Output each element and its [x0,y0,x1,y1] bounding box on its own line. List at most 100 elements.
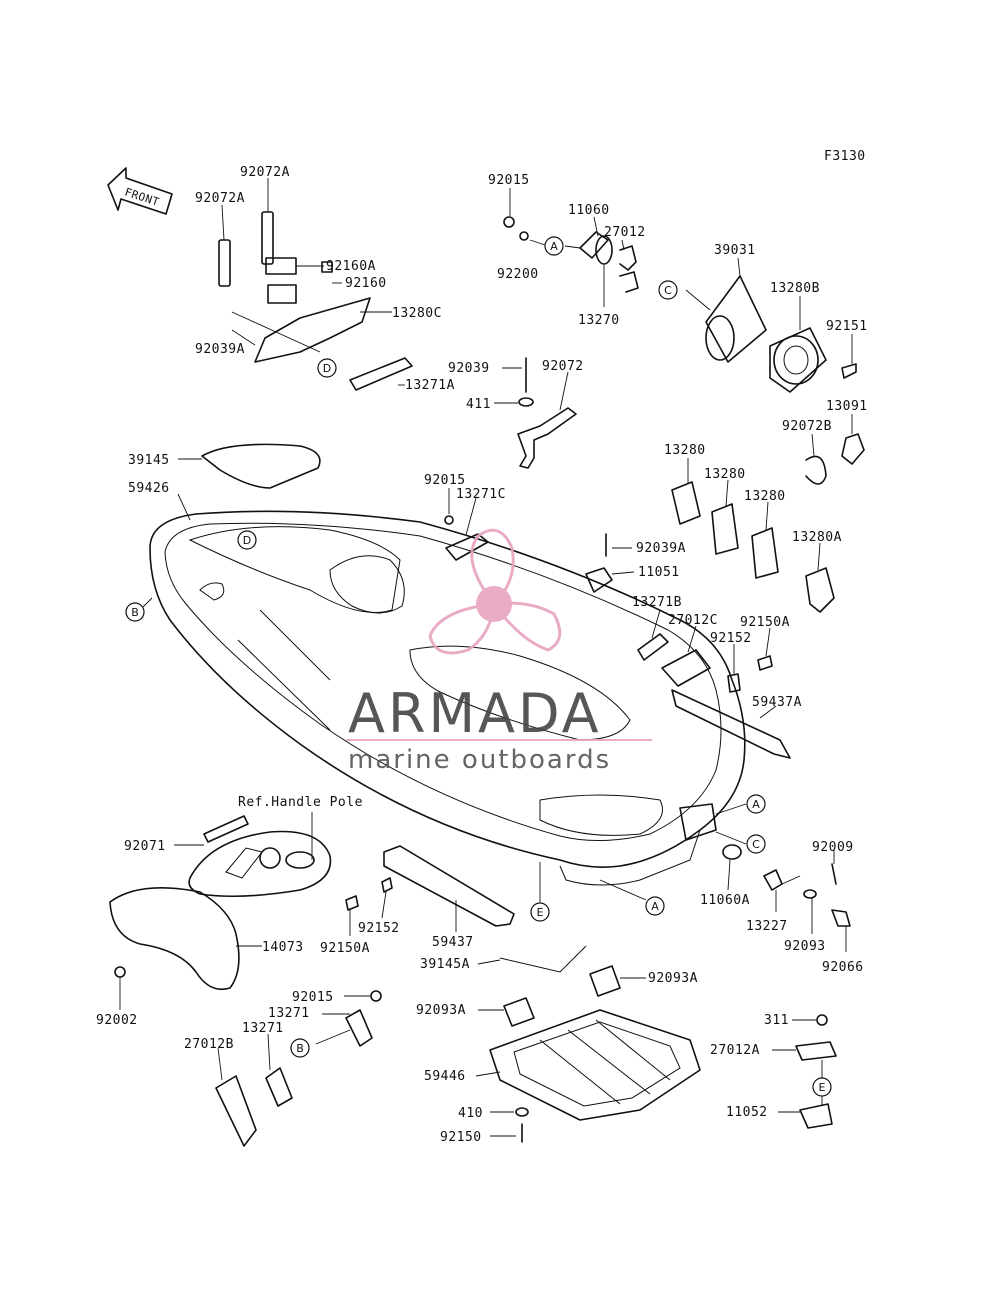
part-label: 59437 [432,935,474,950]
screw-92009 [831,863,837,885]
clamp-block-13280-2 [711,503,739,555]
part-label: 13280B [770,281,820,296]
nut-311 [816,1014,828,1026]
circle-ref-a: A [544,236,564,256]
part-label: 39031 [714,243,756,258]
part-label: 13280 [664,443,706,458]
front-arrow-icon: FRONT [107,167,173,215]
part-label: 13270 [578,313,620,328]
bracket-assembly [517,357,577,469]
watermark-brand: ARMADA [348,682,602,745]
cover-14073 [109,887,240,991]
part-label: 92200 [497,267,539,282]
part-label: 92150 [440,1130,482,1145]
part-label: 27012 [604,225,646,240]
part-label: 92039A [195,342,245,357]
nut-92015-b [370,990,382,1002]
part-label: 59446 [424,1069,466,1084]
part-label: 13280 [704,467,746,482]
mount-13271c [445,533,489,561]
plate-13271-1 [345,1009,373,1047]
part-label: 13280A [792,530,842,545]
part-label: 92160 [345,276,387,291]
cover-27012b [215,1075,257,1147]
part-label: 92015 [292,990,334,1005]
bolt-92152 [727,673,741,693]
ref-note: Ref.Handle Pole [238,795,363,810]
part-label: 14073 [262,940,304,955]
part-label: 59426 [128,481,170,496]
part-label: 13271 [242,1021,284,1036]
circle-ref-b-2: B [290,1038,310,1058]
cover-plate-assembly [503,216,639,293]
part-label: 92093A [416,1003,466,1018]
part-label: 92150A [740,615,790,630]
circle-ref-e: E [530,902,550,922]
circle-ref-c: C [658,280,678,300]
nut-92002 [114,966,126,978]
washer-92093 [803,889,817,899]
svg-text:D: D [323,362,331,375]
part-label: 411 [466,397,491,412]
rail-59437 [383,845,515,927]
part-label: 11051 [638,565,680,580]
part-label: 13271A [405,378,455,393]
part-label: 27012B [184,1037,234,1052]
svg-text:B: B [296,1042,304,1055]
circle-ref-d: D [317,358,337,378]
part-label: 13280C [392,306,442,321]
part-label: 13271 [268,1006,310,1021]
circle-ref-d-hull: D [237,530,257,550]
part-label: 39145 [128,453,170,468]
grommet-11060a [722,844,742,860]
part-label: 92015 [488,173,530,188]
band-92072b [805,455,827,485]
figure-code: F3130 [824,149,866,164]
circle-ref-a-2: A [746,794,766,814]
washer-410 [515,1107,529,1117]
svg-text:B: B [131,606,139,619]
part-label: 92066 [822,960,864,975]
bolt-92150a [757,655,773,671]
part-label: 92150A [320,941,370,956]
part-label: 92072B [782,419,832,434]
part-label: 27012C [668,613,718,628]
part-label: 92071 [124,839,166,854]
part-label: 11060A [700,893,750,908]
part-label: 13271C [456,487,506,502]
part-label: 92072A [240,165,290,180]
circle-ref-c-2: C [746,834,766,854]
circle-ref-a-3: A [645,896,665,916]
plate-13271-2 [265,1067,293,1107]
watermark-tagline: marine outboards [348,745,611,775]
circle-ref-e-2: E [812,1077,832,1097]
svg-text:E: E [819,1081,826,1094]
clamp-block-13280a [805,567,835,613]
seal-39145 [201,443,321,489]
part-label: 92009 [812,840,854,855]
hull-deck [149,510,746,886]
pad-92093a-1 [589,965,621,997]
svg-text:A: A [752,798,760,811]
pad-92071 [203,815,249,843]
part-label: 92093 [784,939,826,954]
part-label: 59437A [752,695,802,710]
grate-59446 [489,1009,701,1121]
part-label: 11052 [726,1105,768,1120]
clamp-block-13280-1 [671,481,701,525]
part-label: 92015 [424,473,466,488]
svg-text:A: A [651,900,659,913]
part-label: 92152 [358,921,400,936]
bolt-92152-b [381,877,393,893]
part-label: 13227 [746,919,788,934]
rail-59437a [671,689,791,759]
mount-13271b [637,633,669,661]
part-label: 92002 [96,1013,138,1028]
part-label: 92072 [542,359,584,374]
svg-text:C: C [664,284,672,297]
circle-ref-b: B [125,602,145,622]
part-label: 410 [458,1106,483,1121]
bolt-92150a-b [345,895,359,911]
bolt-92066 [831,909,851,927]
